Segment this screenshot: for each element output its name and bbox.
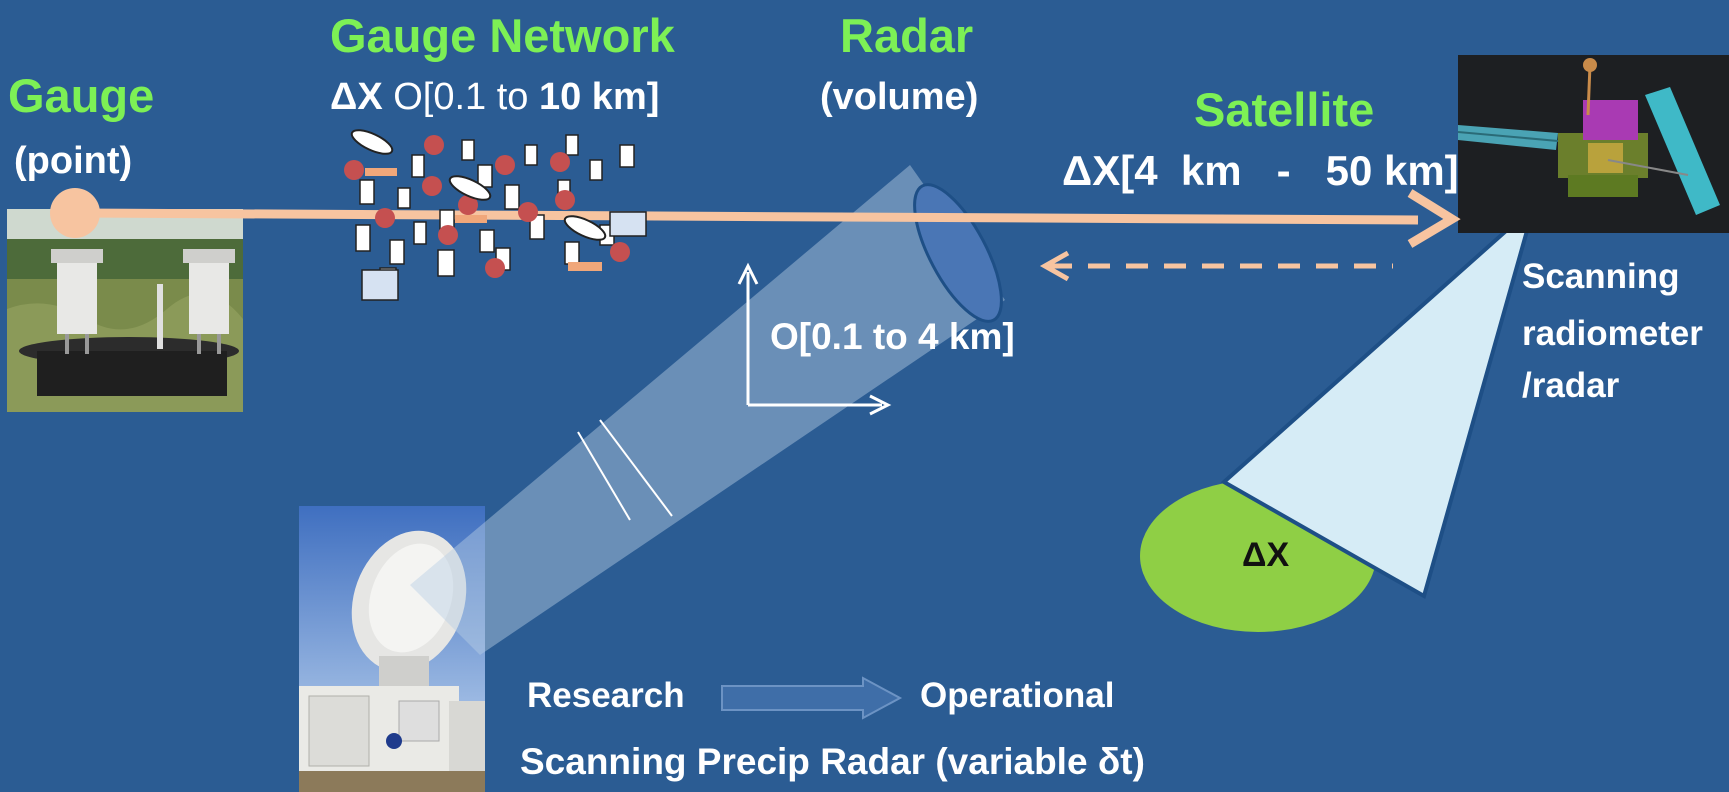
radar-beam-range: O[0.1 to 4 km] [770,316,1015,357]
instrument-line-1: Scanning [1522,257,1680,296]
research-label: Research [527,676,685,715]
gauge-network-delta: ΔX [330,76,383,118]
gauge-subtitle: (point) [14,140,133,182]
instrument-line-2: radiometer [1522,314,1703,353]
gauge-network-range: ΔX O[0.1 to 10 km] [330,76,659,119]
radar-title: Radar [840,9,974,62]
radar-dish-photo [299,506,485,792]
gauge-network-range-bold: 10 km] [538,76,660,118]
dashed-return-arrow [1039,250,1393,282]
gauge-network-icons [344,129,647,301]
satellite-resolution: ΔX[4 km - 50 km] [1062,147,1459,194]
caption: Scanning Precip Radar (variable δt) [520,741,1145,782]
radar-beam [410,165,1005,655]
gauge-network-title: Gauge Network [330,9,675,62]
satellite-image [1458,55,1729,233]
scanning-cone [1220,199,1538,600]
satellite-title: Satellite [1194,83,1375,136]
radar-subtitle: (volume) [820,76,979,118]
research-operational-arrow [721,676,903,720]
rain-gauge-photo [7,209,243,412]
gauge-network-range-prefix: O[0.1 to [382,76,539,118]
instrument-line-3: /radar [1522,366,1620,405]
footprint-label: ΔX [1242,536,1290,574]
axis-arrows [737,262,892,416]
gauge-title: Gauge [8,69,155,122]
operational-label: Operational [920,676,1115,715]
scale-line [50,188,1461,248]
